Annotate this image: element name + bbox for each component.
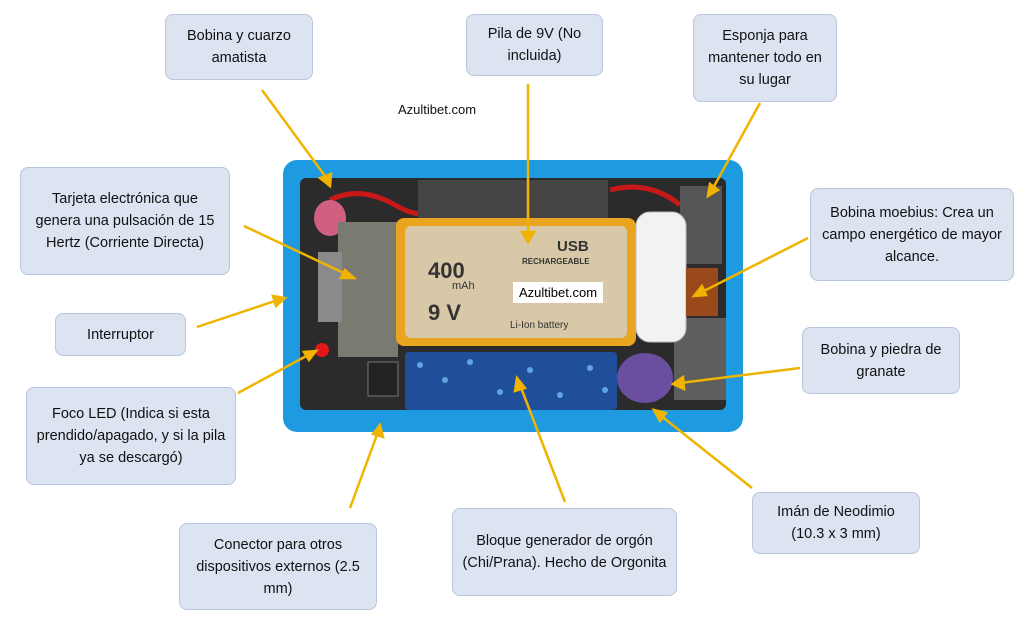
arrow: [348, 431, 380, 509]
label-neodimio: Imán de Neodimio (10.3 x 3 mm): [752, 492, 920, 554]
led: [315, 343, 329, 357]
battery-brand: USB: [557, 238, 589, 255]
label-esponja: Esponja para mantener todo en su lugar: [693, 14, 837, 102]
arrow: [243, 224, 349, 277]
orgonite-block: [405, 352, 617, 410]
battery-terminal: [635, 211, 687, 343]
label-interruptor: Interruptor: [55, 313, 186, 356]
battery-capacity-unit: mAh: [452, 280, 475, 292]
battery-watermark: Azultibet.com: [513, 282, 604, 303]
battery-voltage: 9 V: [428, 300, 462, 325]
arrow: [659, 414, 753, 489]
label-conector: Conector para otros dispositivos externo…: [179, 523, 377, 610]
arrow: [196, 298, 279, 329]
label-pila: Pila de 9V (No incluida): [466, 14, 603, 76]
label-bobina-cuarzo: Bobina y cuarzo amatista: [165, 14, 313, 80]
connector: [367, 361, 399, 397]
garnet-stone: [617, 353, 673, 403]
orgonite-speckles: [417, 359, 608, 398]
arrows: [196, 84, 809, 509]
label-led: Foco LED (Indica si esta prendido/apagad…: [26, 387, 236, 485]
sponge-top: [418, 180, 608, 218]
arrow: [260, 89, 330, 181]
arrow: [679, 366, 801, 385]
arrow: [710, 102, 762, 191]
circuit-board: [338, 222, 398, 357]
red-wire: [609, 184, 682, 207]
sponge-right: [680, 186, 722, 264]
arrow: [518, 384, 567, 503]
label-moebius: Bobina moebius: Crea un campo energético…: [810, 188, 1014, 281]
arrow: [237, 352, 311, 395]
arrow: [699, 236, 809, 295]
watermark: Azultibet.com: [398, 102, 477, 117]
battery-type: Li-Ion battery: [510, 320, 569, 331]
label-granate: Bobina y piedra de granate: [802, 327, 960, 394]
battery-capacity: 400: [428, 258, 465, 283]
label-tarjeta: Tarjeta electrónica que genera una pulsa…: [20, 167, 230, 275]
label-bloque: Bloque generador de orgón (Chi/Prana). H…: [452, 508, 677, 596]
battery-rechargeable: RECHARGEABLE: [522, 257, 590, 266]
